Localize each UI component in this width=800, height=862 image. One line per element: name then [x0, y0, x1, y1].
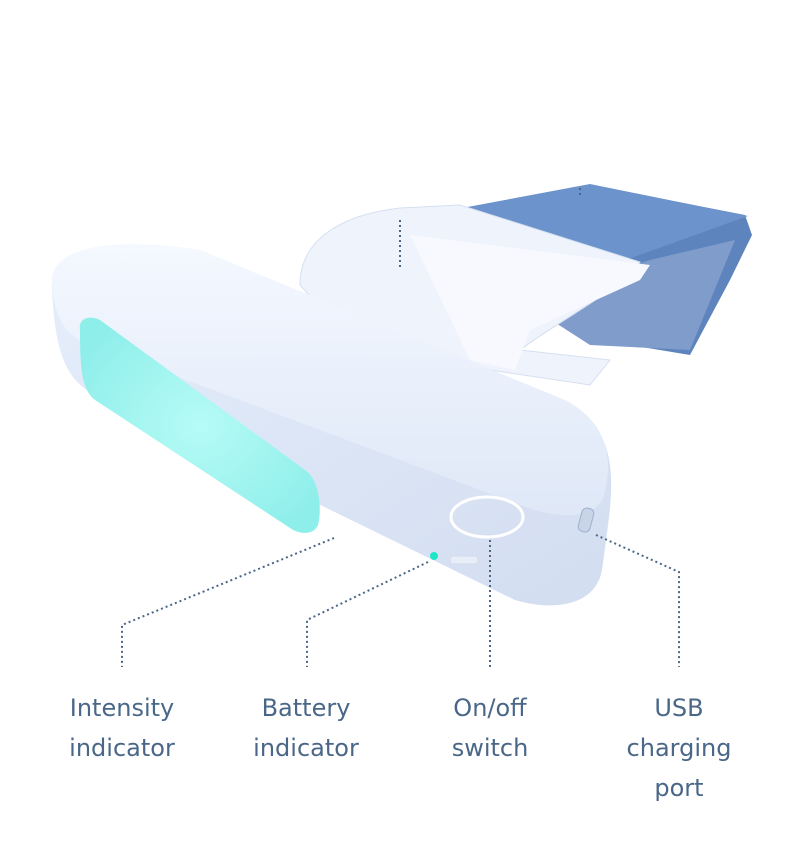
power-button-icon[interactable]: [449, 495, 525, 539]
callout-line: USB: [654, 694, 704, 722]
callout-line: switch: [451, 734, 529, 762]
intensity-dots: [339, 520, 365, 538]
battery-leader: [306, 561, 429, 667]
usb-port-icon: [577, 507, 595, 533]
intensity-leader: [121, 537, 335, 667]
status-slot: [449, 555, 479, 565]
callout-line: charging: [626, 734, 732, 762]
main-body: [51, 244, 612, 606]
leader-lines: [121, 188, 680, 667]
callout-battery-indicator: Battery indicator: [206, 688, 406, 768]
callout-line: Intensity: [69, 694, 175, 722]
callout-line: On/off: [453, 694, 527, 722]
callout-line: port: [654, 774, 704, 802]
callout-line: Battery: [261, 694, 351, 722]
light-panel: [79, 317, 320, 533]
callout-line: indicator: [69, 734, 175, 762]
battery-led: [430, 552, 438, 560]
callout-on-off-switch: On/off switch: [390, 688, 590, 768]
callout-line: indicator: [253, 734, 359, 762]
callout-intensity-indicator: Intensity indicator: [22, 688, 222, 768]
callout-usb-charging-port: USB charging port: [579, 688, 779, 808]
usb-leader: [595, 534, 680, 667]
